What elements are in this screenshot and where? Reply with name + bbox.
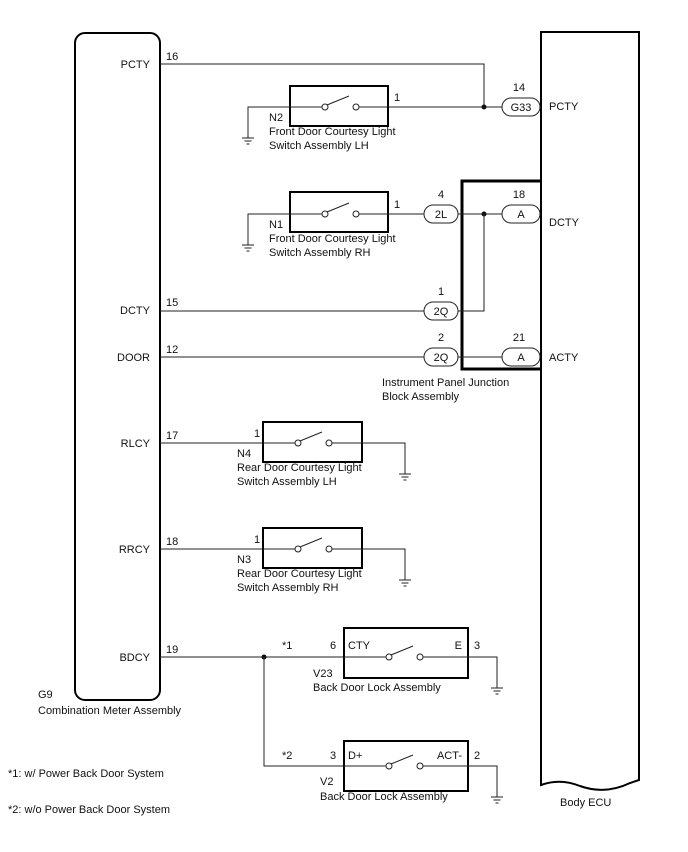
junction-block-outline (460, 179, 541, 371)
wire-v23-ground (468, 656, 498, 688)
junction-pin-num-4: 4 (438, 189, 444, 201)
ground-symbol-v23 (491, 687, 503, 695)
switch-n2-name-line1: Front Door Courtesy Light (269, 126, 396, 138)
v2-note: *2 (282, 750, 292, 762)
body-ecu-box (540, 31, 640, 791)
switch-n4-box (262, 421, 363, 463)
wire-n3-ground (362, 548, 406, 580)
switch-n4-name-line1: Rear Door Courtesy Light (237, 462, 362, 474)
connector-2q-1-label: 2Q (434, 306, 449, 318)
meter-pin-label-rlcy: RLCY (121, 438, 151, 450)
switch-n2-pin: 1 (394, 92, 400, 104)
wire-splice-to-2q1 (458, 214, 485, 312)
combination-meter-name: Combination Meter Assembly (38, 705, 182, 717)
ground-symbol-n3 (399, 579, 411, 587)
connector-a-dcty (501, 204, 541, 224)
ecu-pin-label-acty: ACTY (549, 352, 579, 364)
wire-n2-ground (247, 106, 290, 138)
v23-code: V23 (313, 668, 333, 680)
connector-g33 (501, 97, 541, 117)
splice-pcty (481, 104, 487, 110)
switch-n4-code: N4 (237, 448, 251, 460)
v2-pin-right: 2 (474, 750, 480, 762)
v2-name: Back Door Lock Assembly (320, 791, 448, 803)
switch-contact-v2 (344, 754, 468, 770)
switch-n1-name-line1: Front Door Courtesy Light (269, 233, 396, 245)
wire-pcty (160, 63, 502, 108)
meter-pin-num-16: 16 (166, 51, 178, 63)
junction-pin-num-2: 2 (438, 332, 444, 344)
meter-pin-num-15: 15 (166, 297, 178, 309)
v23-pin-right: 3 (474, 640, 480, 652)
switch-contact-n4 (263, 431, 362, 447)
junction-block-name-line1: Instrument Panel Junction (382, 377, 509, 389)
meter-pin-label-door: DOOR (117, 352, 150, 364)
wire-v2-ground (468, 765, 498, 797)
switch-contact-n3 (263, 537, 362, 553)
footnote-1: *1: w/ Power Back Door System (8, 768, 164, 780)
meter-pin-label-dcty: DCTY (120, 305, 151, 317)
switch-n1-pin: 1 (394, 199, 400, 211)
switch-n1-code: N1 (269, 219, 283, 231)
connector-2q-2-label: 2Q (434, 352, 449, 364)
connector-g33-label: G33 (511, 102, 532, 114)
ground-symbol-n4 (399, 473, 411, 481)
meter-pin-label-bdcy: BDCY (119, 652, 150, 664)
v23-note: *1 (282, 640, 292, 652)
v23-term-left: CTY (348, 640, 371, 652)
switch-n3-code: N3 (237, 554, 251, 566)
connector-a-dcty-label: A (517, 209, 525, 221)
switch-contact-n1 (290, 202, 388, 218)
meter-pin-num-12: 12 (166, 344, 178, 356)
combination-meter-code: G9 (38, 689, 53, 701)
v2-pin-left: 3 (330, 750, 336, 762)
v2-term-right: ACT- (437, 750, 462, 762)
switch-contact-n2 (290, 95, 388, 111)
connector-2q-1 (423, 301, 459, 321)
switch-n3-box (262, 527, 363, 569)
ecu-pin-num-14: 14 (513, 82, 525, 94)
connector-a-acty (501, 347, 541, 367)
switch-n3-name-line1: Rear Door Courtesy Light (237, 568, 362, 580)
wire-n1-ground (247, 213, 290, 245)
switch-n1-box (289, 191, 389, 233)
switch-n1-name-line2: Switch Assembly RH (269, 247, 371, 259)
combination-meter-box (74, 32, 161, 701)
v2-code: V2 (320, 776, 333, 788)
switch-n2-name-line2: Switch Assembly LH (269, 140, 369, 152)
v2-term-left: D+ (348, 750, 362, 762)
switch-contact-v23 (344, 645, 468, 661)
connector-a-acty-label: A (517, 352, 525, 364)
switch-n4-name-line2: Switch Assembly LH (237, 476, 337, 488)
body-ecu-name: Body ECU (560, 797, 611, 809)
meter-pin-num-18: 18 (166, 536, 178, 548)
wire-bdcy-to-v2 (263, 657, 344, 767)
ecu-pin-label-pcty: PCTY (549, 101, 579, 113)
meter-pin-label-rrcy: RRCY (119, 544, 151, 556)
meter-pin-num-17: 17 (166, 430, 178, 442)
switch-n2-box (289, 85, 389, 127)
switch-n3-pin: 1 (254, 534, 260, 546)
switch-n2-code: N2 (269, 112, 283, 124)
ground-symbol-n1 (242, 244, 254, 252)
switch-n4-pin: 1 (254, 428, 260, 440)
ecu-pin-label-dcty: DCTY (549, 217, 580, 229)
junction-pin-num-1: 1 (438, 286, 444, 298)
wire-n4-ground (362, 442, 406, 474)
ecu-pin-num-18: 18 (513, 189, 525, 201)
meter-pin-label-pcty: PCTY (121, 59, 151, 71)
switch-n3-name-line2: Switch Assembly RH (237, 582, 339, 594)
footnote-2: *2: w/o Power Back Door System (8, 804, 170, 816)
v23-box (343, 627, 469, 679)
v23-term-right: E (455, 640, 462, 652)
junction-block-name-line2: Block Assembly (382, 391, 460, 403)
ground-symbol-v2 (491, 796, 503, 804)
v23-pin-left: 6 (330, 640, 336, 652)
ecu-pin-num-21: 21 (513, 332, 525, 344)
connector-2l-label: 2L (435, 209, 447, 221)
ground-symbol-n2 (242, 137, 254, 145)
meter-pin-num-19: 19 (166, 644, 178, 656)
v23-name: Back Door Lock Assembly (313, 682, 441, 694)
